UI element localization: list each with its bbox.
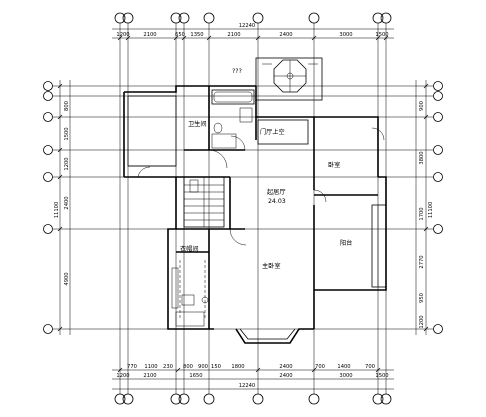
room-area-living: 24.03 bbox=[268, 198, 286, 205]
dim-bottom-total: 12240 bbox=[239, 383, 256, 389]
dim-bottom-row2: 1200 2100 1650 2400 3000 1500 bbox=[116, 373, 388, 379]
dim-left-2: 1200 bbox=[64, 157, 70, 170]
top-axis-markers bbox=[114, 12, 392, 24]
dim-b2-0: 1200 bbox=[116, 373, 129, 379]
exterior-walls bbox=[123, 85, 387, 344]
room-label-balcony: 阳台 bbox=[340, 239, 352, 247]
dim-b1-2: 230 bbox=[163, 364, 173, 370]
dim-right-1: 3800 bbox=[419, 151, 425, 164]
dim-right-0: 900 bbox=[419, 101, 425, 111]
room-label-unknown: ??? bbox=[232, 68, 242, 75]
dim-b2-1: 2100 bbox=[143, 373, 156, 379]
room-label-master-bedroom: 主卧室 bbox=[262, 262, 281, 270]
dim-b2-5: 1500 bbox=[375, 373, 388, 379]
dim-left-4: 4900 bbox=[64, 272, 70, 285]
left-axis-markers bbox=[43, 81, 53, 334]
room-label-living: 起居厅 bbox=[267, 188, 286, 196]
axis-lines bbox=[53, 23, 433, 394]
closet-fixtures bbox=[171, 260, 209, 327]
dim-top-1: 2100 bbox=[143, 32, 156, 38]
dim-right-total: 11100 bbox=[428, 202, 434, 219]
dim-right-2: 1700 bbox=[419, 207, 425, 220]
room-label-bathroom: 卫生间 bbox=[188, 120, 207, 128]
dim-b1-8: 700 bbox=[315, 364, 325, 370]
dim-left-0: 800 bbox=[64, 101, 70, 111]
dim-right-5: 1200 bbox=[419, 315, 425, 328]
dim-b1-6: 1800 bbox=[231, 364, 244, 370]
door-swings bbox=[137, 127, 385, 246]
dim-b2-2: 1650 bbox=[189, 373, 202, 379]
dim-b2-3: 2400 bbox=[279, 373, 292, 379]
room-label-closet: 衣帽间 bbox=[180, 245, 199, 253]
dim-top-0: 1200 bbox=[116, 32, 129, 38]
dim-bottom-row1: 770 1100 230 800 900 150 1800 2400 700 1… bbox=[127, 364, 375, 370]
room-label-entry-void: 门厅上空 bbox=[260, 128, 285, 136]
dim-top-6: 3000 bbox=[339, 32, 352, 38]
dim-top-4: 2100 bbox=[227, 32, 240, 38]
room-label-bedroom-right: 卧室 bbox=[328, 161, 340, 169]
octagon-skylight bbox=[255, 57, 323, 101]
balcony-railing bbox=[371, 204, 387, 288]
dim-b1-9: 1400 bbox=[337, 364, 350, 370]
dim-b1-4: 900 bbox=[198, 364, 208, 370]
dim-b1-3: 800 bbox=[183, 364, 193, 370]
right-axis-markers bbox=[433, 81, 443, 334]
dim-top-total: 12240 bbox=[239, 23, 256, 29]
dim-right-4: 950 bbox=[419, 293, 425, 303]
dim-b2-4: 3000 bbox=[339, 373, 352, 379]
dim-right-3: 2770 bbox=[419, 255, 425, 268]
bathroom-fixtures bbox=[211, 89, 255, 149]
dim-left-1: 1500 bbox=[64, 127, 70, 140]
dim-b1-1: 1100 bbox=[144, 364, 157, 370]
dim-b1-7: 2400 bbox=[279, 364, 292, 370]
dim-left-segments: 800 1500 1200 2400 4900 bbox=[64, 101, 70, 286]
entry-void-outline bbox=[257, 119, 309, 145]
dim-top-2: 650 bbox=[175, 32, 185, 38]
interior-walls bbox=[176, 86, 378, 329]
dim-b1-10: 700 bbox=[365, 364, 375, 370]
dim-b1-5: 150 bbox=[211, 364, 221, 370]
dim-top-5: 2400 bbox=[279, 32, 292, 38]
dim-right-segments: 900 3800 1700 2770 950 1200 bbox=[419, 101, 425, 329]
dim-top-row: 1200 2100 650 1350 2100 2400 3000 1500 bbox=[116, 32, 388, 38]
dim-left-total: 11100 bbox=[54, 202, 60, 219]
upper-left-room-detail bbox=[127, 95, 177, 167]
bottom-axis-markers bbox=[114, 393, 392, 405]
dimension-lines bbox=[57, 28, 429, 390]
staircase bbox=[183, 176, 225, 228]
dim-left-3: 2400 bbox=[64, 196, 70, 209]
dim-top-7: 1500 bbox=[375, 32, 388, 38]
dim-top-3: 1350 bbox=[190, 32, 203, 38]
dim-b1-0: 770 bbox=[127, 364, 137, 370]
